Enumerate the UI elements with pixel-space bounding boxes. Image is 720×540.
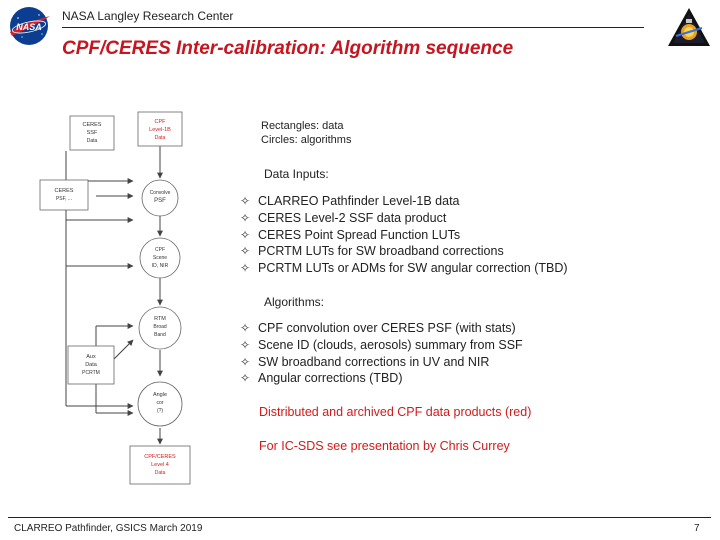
algorithm-circle-angular-correction: Angle cor (?) bbox=[137, 381, 183, 427]
svg-text:Broad: Broad bbox=[153, 324, 167, 330]
algorithms-list: ✧CPF convolution over CERES PSF (with st… bbox=[240, 320, 523, 387]
algorithm-circle-scene-id: CPF Scene ID, NIR bbox=[139, 237, 181, 279]
organization-name: NASA Langley Research Center bbox=[62, 9, 234, 23]
star-bullet-icon: ✧ bbox=[240, 337, 251, 352]
svg-text:cor: cor bbox=[157, 400, 164, 406]
list-item: ✧CLARREO Pathfinder Level-1B data bbox=[240, 194, 460, 208]
svg-text:RTM: RTM bbox=[154, 316, 166, 322]
algorithm-circle-convolve-psf: Convolve PSF bbox=[141, 179, 179, 217]
algorithm-circle-rtm-broadband: RTM Broad Band bbox=[138, 306, 182, 350]
svg-text:CPF: CPF bbox=[155, 119, 167, 125]
star-bullet-icon: ✧ bbox=[240, 227, 251, 242]
star-bullet-icon: ✧ bbox=[240, 321, 251, 335]
svg-text:(?): (?) bbox=[157, 408, 163, 414]
list-item: ✧Angular corrections (TBD) bbox=[240, 371, 403, 386]
data-box-cpf-level1b: CPF Level-1B Data bbox=[137, 111, 183, 147]
legend-circles: Circles: algorithms bbox=[261, 134, 352, 146]
svg-text:Convolve: Convolve bbox=[150, 190, 171, 196]
svg-text:CERES: CERES bbox=[83, 122, 102, 128]
svg-text:CPF: CPF bbox=[155, 247, 165, 253]
page-number: 7 bbox=[694, 523, 700, 534]
star-bullet-icon: ✧ bbox=[240, 194, 251, 208]
slide-title: CPF/CERES Inter-calibration: Algorithm s… bbox=[62, 38, 514, 59]
list-item: ✧SW broadband corrections in UV and NIR bbox=[240, 354, 490, 369]
svg-text:Level 4: Level 4 bbox=[151, 462, 169, 468]
svg-text:Aux: Aux bbox=[86, 354, 96, 360]
list-item: ✧CERES Point Spread Function LUTs bbox=[240, 227, 461, 242]
star-bullet-icon: ✧ bbox=[240, 371, 251, 386]
svg-text:Data: Data bbox=[155, 470, 166, 476]
star-bullet-icon: ✧ bbox=[240, 244, 251, 259]
mission-patch-icon bbox=[668, 8, 710, 46]
distributed-products-note: Distributed and archived CPF data produc… bbox=[259, 405, 532, 419]
svg-text:NASA: NASA bbox=[16, 22, 42, 32]
data-box-aux: Aux Data PCRTM bbox=[67, 345, 115, 385]
footer-text: CLARREO Pathfinder, GSICS March 2019 bbox=[14, 523, 203, 534]
list-item: ✧PCRTM LUTs or ADMs for SW angular corre… bbox=[240, 261, 568, 276]
svg-text:PSF, ...: PSF, ... bbox=[56, 196, 72, 202]
data-box-cpf-ceres-level4: CPF/CERES Level 4 Data bbox=[129, 445, 191, 485]
list-item: ✧CPF convolution over CERES PSF (with st… bbox=[240, 321, 516, 335]
data-box-ceres-ssf: CERES SSF Data bbox=[69, 115, 115, 151]
data-inputs-list: ✧CLARREO Pathfinder Level-1B data ✧CERES… bbox=[240, 193, 568, 277]
star-bullet-icon: ✧ bbox=[240, 261, 251, 276]
list-item: ✧Scene ID (clouds, aerosols) summary fro… bbox=[240, 337, 523, 352]
data-box-ceres-psf: CERES PSF, ... bbox=[39, 179, 89, 211]
svg-text:SSF: SSF bbox=[87, 130, 98, 136]
svg-text:Data: Data bbox=[155, 135, 166, 141]
list-item: ✧PCRTM LUTs for SW broadband corrections bbox=[240, 244, 504, 259]
svg-text:Level-1B: Level-1B bbox=[149, 127, 171, 133]
header-rule bbox=[62, 27, 644, 28]
ic-sds-note: For IC-SDS see presentation by Chris Cur… bbox=[259, 439, 510, 453]
algorithms-heading: Algorithms: bbox=[264, 295, 325, 309]
svg-text:PSF: PSF bbox=[154, 198, 166, 204]
svg-text:Data: Data bbox=[87, 138, 98, 144]
svg-text:PCRTM: PCRTM bbox=[82, 370, 100, 376]
star-bullet-icon: ✧ bbox=[240, 354, 251, 369]
svg-text:Band: Band bbox=[154, 332, 166, 338]
svg-text:Angle: Angle bbox=[153, 392, 167, 398]
legend-rectangles: Rectangles: data bbox=[261, 120, 344, 132]
footer-rule bbox=[8, 517, 711, 518]
nasa-logo-icon: NASA bbox=[10, 7, 50, 45]
star-bullet-icon: ✧ bbox=[240, 210, 251, 225]
svg-text:Scene: Scene bbox=[153, 255, 167, 261]
svg-text:CERES: CERES bbox=[55, 188, 74, 194]
list-item: ✧CERES Level-2 SSF data product bbox=[240, 210, 447, 225]
algorithm-flow-diagram: CERES SSF Data CPF Level-1B Data CERES P… bbox=[39, 111, 191, 485]
svg-text:ID, NIR: ID, NIR bbox=[152, 263, 169, 269]
svg-text:CPF/CERES: CPF/CERES bbox=[144, 454, 176, 460]
data-inputs-heading: Data Inputs: bbox=[264, 167, 329, 181]
svg-text:Data: Data bbox=[85, 362, 98, 368]
